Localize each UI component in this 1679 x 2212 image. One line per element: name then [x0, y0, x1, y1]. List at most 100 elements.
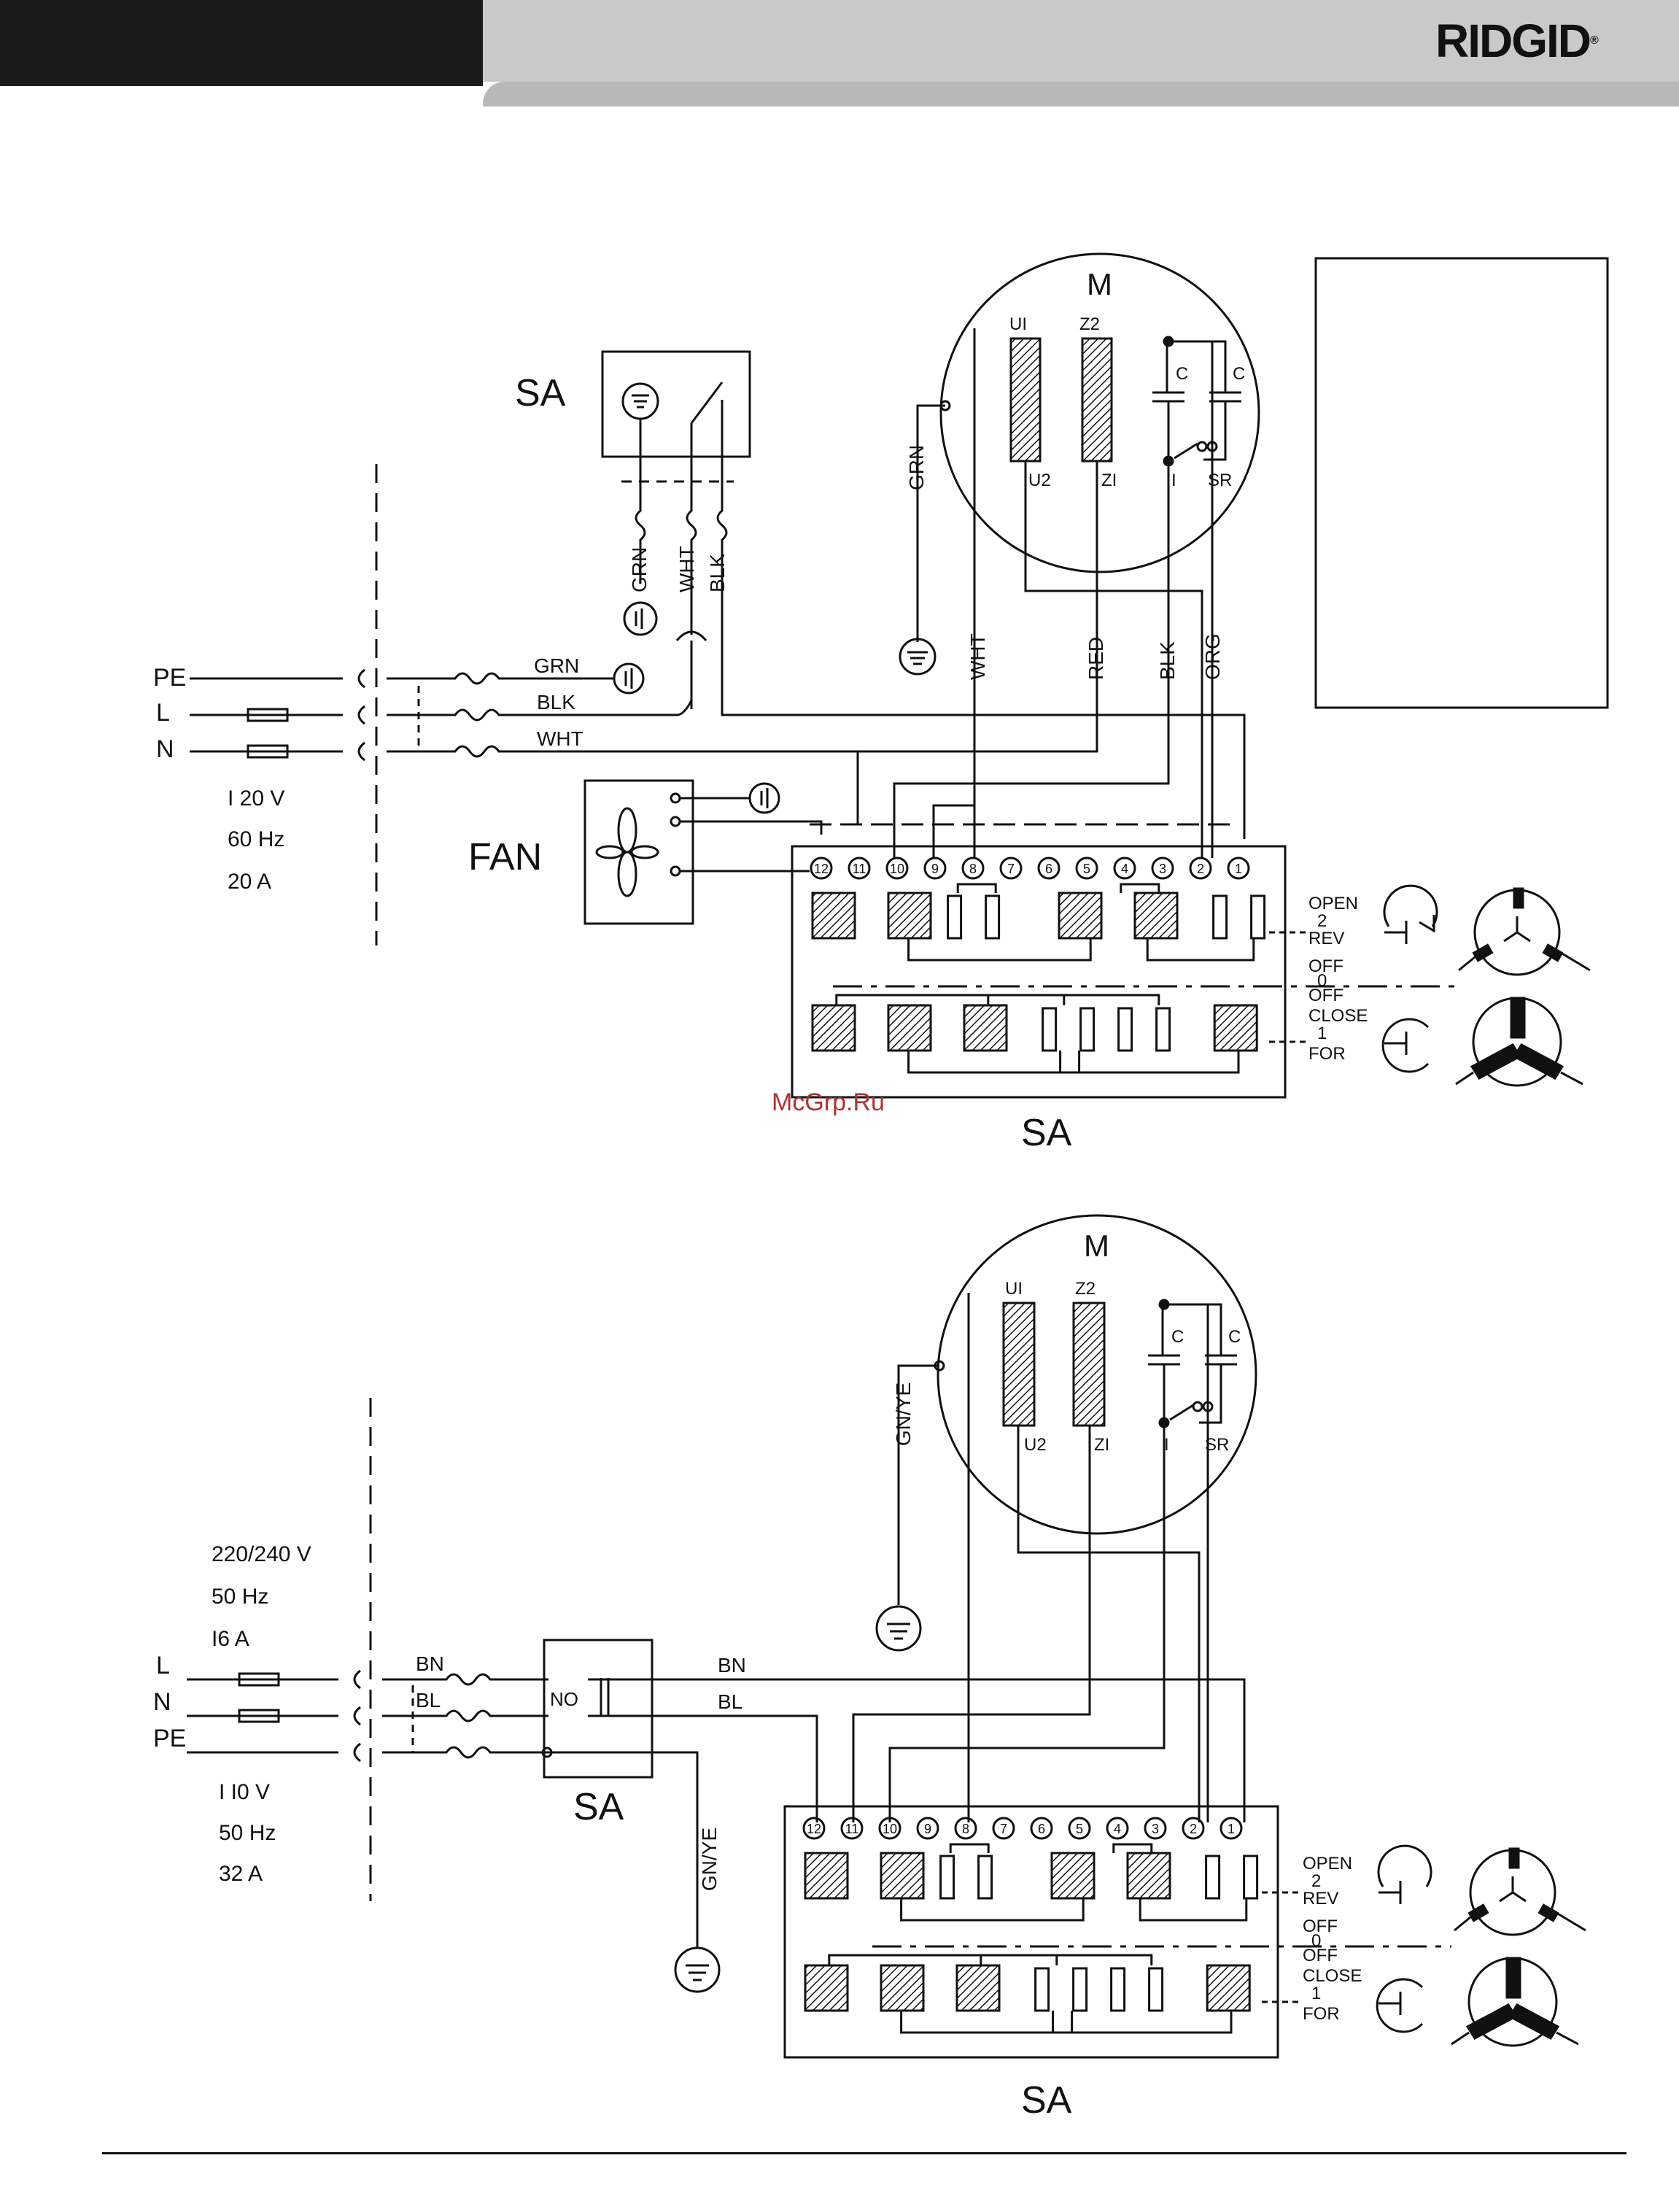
top-row2-contact-open [1155, 1007, 1171, 1052]
top-terminal-4 [1113, 856, 1136, 880]
bottom-terminal-10 [878, 1817, 901, 1840]
bottom-winding-aux [1072, 1302, 1106, 1427]
top-motor-red-label: RED [1085, 637, 1107, 680]
top-bridge-b [907, 938, 1092, 962]
bottom-terminal-1 [1219, 1817, 1243, 1840]
top-sa-grn-label: GRN [628, 547, 651, 592]
top-terminal-1 [1227, 856, 1250, 880]
bottom-bl-in-label: BL [416, 1689, 441, 1712]
bottom-row1-contact-closed [1050, 1852, 1096, 1900]
bottom-row2-contact-closed [804, 1964, 849, 2012]
bottom-label-z1: ZI [1094, 1435, 1109, 1455]
bottom-switch-contact: NO [550, 1688, 578, 1710]
top-spec-current: 20 A [228, 870, 271, 894]
bottom-pos-0: 0 [1311, 1931, 1321, 1951]
top-terminal-6 [1037, 856, 1060, 880]
top-bridge-f [987, 994, 1160, 1005]
bottom-row2-contact-closed [1206, 1964, 1251, 2012]
top-pos-off-1: OFF [1308, 956, 1343, 976]
top-row1-contact-closed [1058, 892, 1103, 940]
top-sa-grn-wire [635, 482, 646, 584]
top-row1-contact-closed [1133, 892, 1179, 940]
bottom-row1-contact-closed [804, 1852, 849, 1900]
watermark: McGrp.Ru [772, 1088, 885, 1116]
top-pos-rev: REV [1308, 929, 1344, 948]
top-bridge-g [907, 1051, 1081, 1074]
bottom-bridge-e [828, 1954, 1058, 1965]
bottom-terminal-11 [840, 1817, 864, 1840]
bottom-spec-b-voltage: I I0 V [219, 1780, 270, 1804]
bottom-motor-symbol-rev-icon [1454, 1847, 1586, 1936]
top-terminal-label-8: 8 [969, 862, 977, 876]
top-pos-2: 2 [1317, 911, 1327, 931]
top-cap-label-2: C [1233, 364, 1245, 384]
top-pe-label: PE [153, 664, 186, 692]
top-terminal-12 [810, 856, 833, 880]
bottom-switch-ground-label: GN/YE [698, 1828, 721, 1891]
bottom-label-z2: Z2 [1075, 1279, 1096, 1299]
bottom-pos-rev: REV [1303, 1889, 1338, 1909]
bottom-row1-contact-open [939, 1855, 955, 1900]
top-bridge-c [1120, 883, 1160, 893]
top-bridge-e [835, 994, 1066, 1005]
top-cap-label-1: C [1176, 364, 1188, 384]
top-motor-label: M [1087, 267, 1112, 301]
bottom-block-label: SA [1021, 2079, 1072, 2122]
header-black-block [0, 0, 483, 86]
bottom-terminal-4 [1106, 1817, 1129, 1840]
bottom-terminal-label-2: 2 [1190, 1822, 1197, 1836]
bottom-rev-arrow-icon [1377, 1844, 1432, 1887]
top-pos-1: 1 [1317, 1024, 1327, 1043]
top-row2-contact-closed [1213, 1004, 1258, 1052]
top-motor-blk-label: BLK [1156, 641, 1179, 680]
top-sa-ground-icon [623, 601, 658, 636]
top-l-label: L [156, 699, 170, 727]
bottom-pos-1: 1 [1311, 1984, 1321, 2003]
bottom-winding-main [1002, 1302, 1036, 1427]
top-main-wht-label: WHT [537, 727, 583, 750]
bottom-terminal-5 [1068, 1817, 1091, 1840]
bottom-switch-label: SA [573, 1786, 624, 1828]
top-switch-box [601, 350, 751, 458]
top-terminal-7 [999, 856, 1023, 880]
bottom-motor-label: M [1084, 1229, 1109, 1263]
top-motor-grn-wire [916, 404, 945, 642]
top-pos-0: 0 [1317, 971, 1327, 991]
top-terminal-3 [1151, 856, 1174, 880]
bottom-pos-2: 2 [1311, 1871, 1321, 1891]
bottom-row2-contact-open [1034, 1967, 1050, 2012]
bottom-switch-box [543, 1639, 654, 1779]
top-terminal-block [791, 845, 1287, 1099]
top-terminal-label-6: 6 [1045, 862, 1052, 876]
bottom-terminal-block [783, 1805, 1279, 2059]
top-for-arrow-icon [1381, 1018, 1430, 1073]
top-positions: OPEN 2 REV OFF 0 OFF CLOSE 1 FOR [1308, 894, 1368, 1064]
top-motor-ground-icon [899, 638, 937, 676]
bottom-label-u2: U2 [1024, 1435, 1047, 1455]
top-winding-aux [1081, 337, 1113, 463]
top-bridge-h [1059, 1051, 1240, 1074]
top-sa-blk-wire [716, 482, 1246, 839]
bottom-terminal-label-3: 3 [1152, 1822, 1159, 1836]
top-block-label: SA [1021, 1112, 1072, 1154]
top-label-z1: ZI [1101, 471, 1117, 490]
bottom-motor-ground-icon [875, 1605, 922, 1652]
top-spec-voltage: I 20 V [228, 786, 284, 811]
fan-icon [595, 807, 659, 897]
top-sa-connector [675, 630, 707, 641]
bottom-terminal-label-12: 12 [807, 1822, 821, 1836]
top-winding-main [1009, 337, 1042, 463]
top-pe-ground-icon [613, 662, 645, 695]
bottom-terminal-7 [992, 1817, 1015, 1840]
bottom-terminal-label-1: 1 [1228, 1822, 1235, 1836]
bottom-terminal-label-11: 11 [845, 1822, 859, 1836]
top-terminal-label-12: 12 [814, 862, 829, 876]
top-row1-contact-open [985, 894, 1001, 940]
bottom-terminal-label-7: 7 [1000, 1822, 1007, 1836]
top-fan-label: FAN [468, 836, 542, 878]
bottom-pos-open: OPEN [1303, 1854, 1352, 1873]
bottom-label-sr: SR [1205, 1435, 1229, 1455]
top-label-u1: UI [1009, 314, 1027, 334]
top-label-i: I [1171, 471, 1176, 490]
